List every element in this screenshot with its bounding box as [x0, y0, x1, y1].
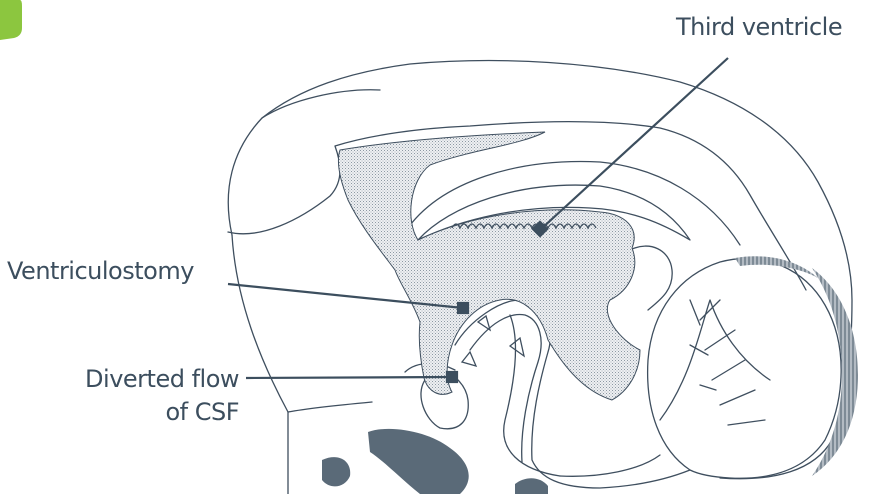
third-ventricle-label: Third ventricle — [676, 12, 842, 42]
diverted-flow-leader — [246, 377, 452, 378]
third-ventricle-region — [338, 132, 640, 400]
diverted-flow-marker — [447, 372, 457, 382]
ventriculostomy-label: Ventriculostomy — [7, 256, 194, 286]
ventriculostomy-marker — [458, 303, 468, 313]
diverted-flow-label-line2: of CSF — [165, 397, 239, 427]
cerebellum-shading — [812, 268, 858, 476]
corner-tab — [0, 0, 22, 40]
dark-region-left — [368, 429, 469, 494]
diverted-flow-label-line1: Diverted flow — [85, 364, 239, 394]
dark-region-small — [322, 457, 350, 486]
cerebellum-outline — [648, 259, 842, 479]
